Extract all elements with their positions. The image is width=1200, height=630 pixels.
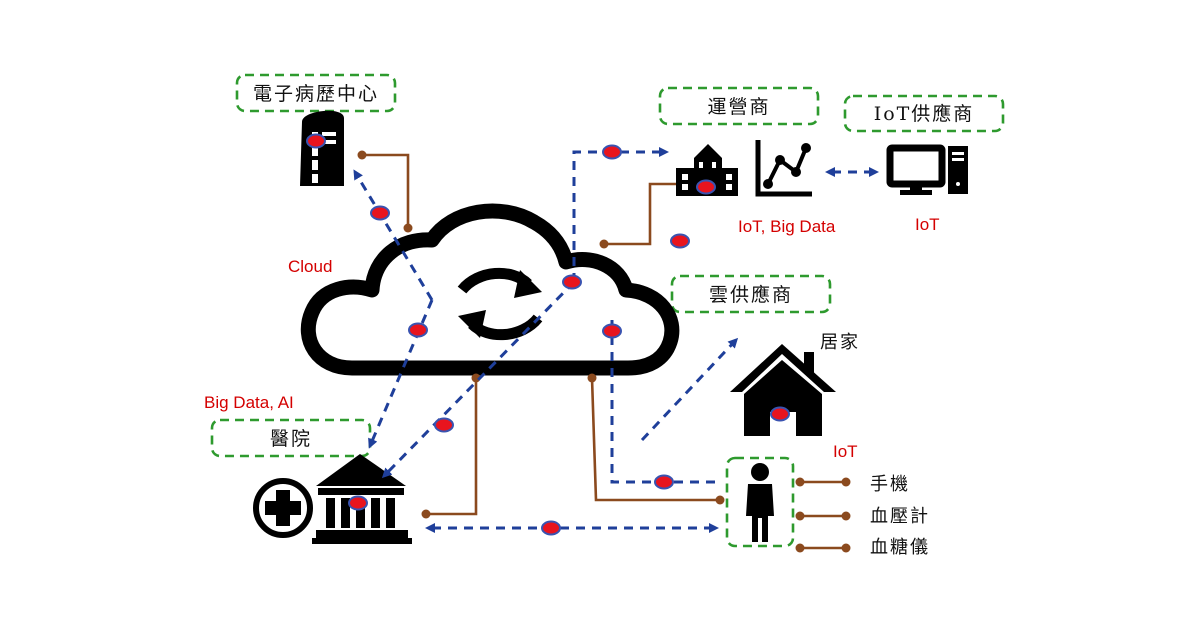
operator-tech-label: IoT, Big Data bbox=[738, 217, 836, 236]
person-icon bbox=[746, 463, 774, 542]
node-cloud-left bbox=[408, 322, 428, 338]
iot-supplier-box: IoT供應商 bbox=[843, 94, 1005, 133]
node-ehr bbox=[306, 133, 326, 149]
person-box bbox=[725, 456, 795, 548]
ehr-center-label: 電子病歷中心 bbox=[253, 83, 379, 105]
cloud-tech-label: Cloud bbox=[288, 257, 332, 276]
node-operator bbox=[696, 179, 716, 195]
operator-box: 運營商 bbox=[658, 86, 820, 126]
node-home bbox=[770, 406, 790, 422]
node-operator-link bbox=[670, 233, 690, 249]
hospital-label: 醫院 bbox=[270, 428, 312, 450]
line-chart-icon bbox=[755, 140, 812, 197]
cloud-supplier-label: 雲供應商 bbox=[709, 283, 793, 306]
node-cloud-right bbox=[562, 274, 582, 290]
node-hospital bbox=[348, 495, 368, 511]
home-tech-label: IoT bbox=[833, 442, 858, 461]
phone-label: 手機 bbox=[870, 474, 910, 495]
supplier-tech-label: IoT bbox=[915, 215, 940, 234]
brown-connections bbox=[357, 150, 851, 553]
iot-supplier-label: IoT供應商 bbox=[874, 102, 975, 125]
node-home-flow bbox=[654, 474, 674, 490]
glucose-label: 血糖儀 bbox=[870, 537, 930, 558]
ehr-center-box: 電子病歷中心 bbox=[235, 73, 397, 113]
hospital-tech-label: Big Data, AI bbox=[204, 393, 294, 412]
desktop-computer-icon bbox=[886, 144, 968, 195]
cloud-supplier-box: 雲供應商 bbox=[670, 274, 832, 314]
medical-cross-icon bbox=[253, 478, 313, 538]
blue-data-flows bbox=[353, 147, 879, 533]
node-operator-flow bbox=[602, 144, 622, 160]
cloud-sync-icon bbox=[300, 203, 680, 376]
node-hospital-flow bbox=[434, 417, 454, 433]
node-hospital-home bbox=[541, 520, 561, 536]
home-label: 居家 bbox=[820, 332, 860, 353]
hospital-box: 醫院 bbox=[210, 418, 372, 458]
house-icon bbox=[730, 344, 836, 436]
node-ehr-flow bbox=[370, 205, 390, 221]
blood-pressure-label: 血壓計 bbox=[870, 506, 930, 527]
operator-label: 運營商 bbox=[707, 96, 770, 118]
server-tower-icon bbox=[300, 110, 344, 186]
building-icon bbox=[676, 144, 738, 196]
node-cloud-down bbox=[602, 323, 622, 339]
data-nodes bbox=[306, 133, 790, 536]
